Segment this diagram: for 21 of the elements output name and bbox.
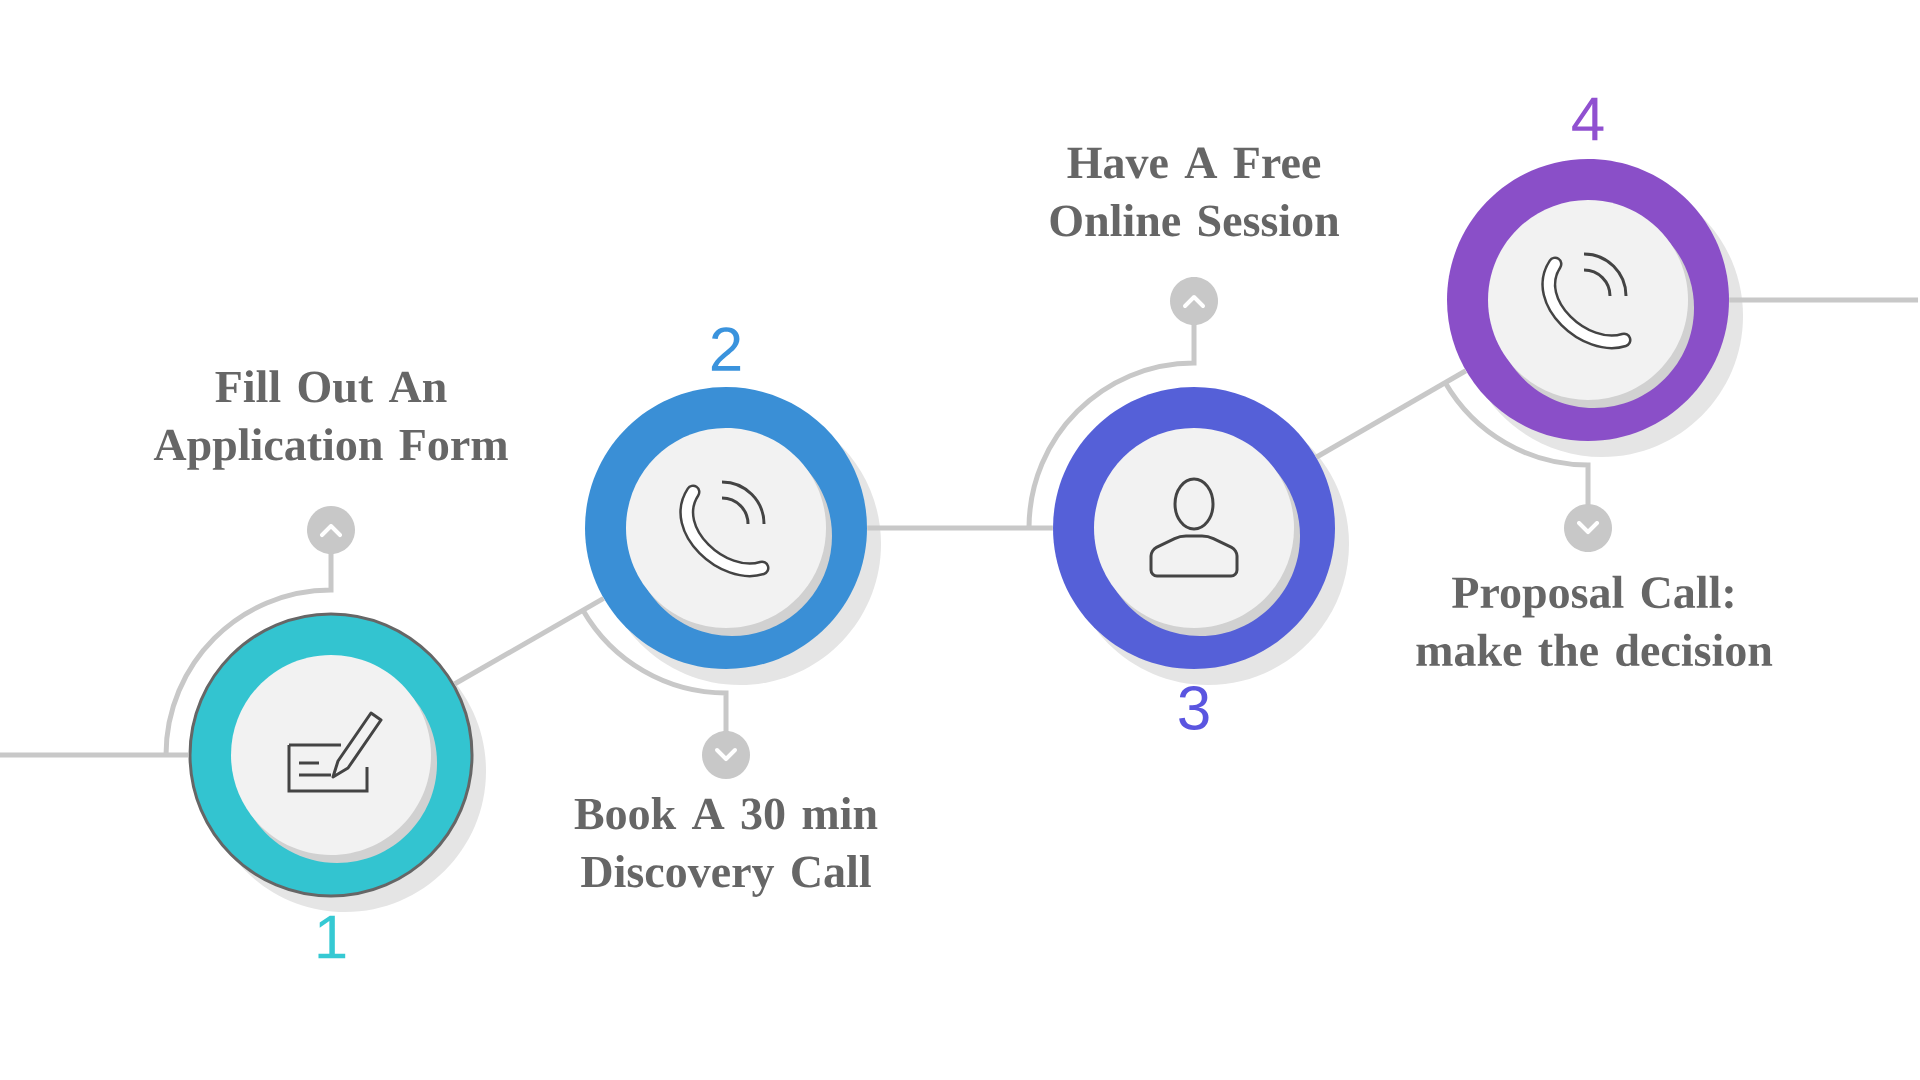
step-circle — [188, 612, 486, 912]
connector-line — [0, 752, 189, 758]
step-number: 1 — [318, 915, 346, 959]
connector-line — [867, 525, 1053, 531]
step-number: 2 — [711, 327, 741, 371]
step-circle — [1447, 159, 1743, 457]
step-label: Book A 30 min Discovery Call — [574, 797, 878, 897]
connector-line — [1314, 368, 1468, 460]
step-number: 4 — [1572, 97, 1604, 141]
step-label: Fill Out An Application Form — [153, 370, 508, 470]
leader-line — [163, 506, 355, 756]
connector-line — [1729, 297, 1918, 303]
leader-line — [1443, 381, 1612, 552]
connector-line — [453, 596, 605, 687]
step-number: 3 — [1179, 686, 1209, 730]
step-label: Have A Free Online Session — [1050, 147, 1339, 237]
step-circle — [585, 387, 881, 685]
leader-line — [1026, 277, 1218, 529]
leader-line — [581, 609, 750, 779]
step-label: Proposal Call: make the decision — [1416, 575, 1773, 667]
step-circle — [1053, 387, 1349, 685]
